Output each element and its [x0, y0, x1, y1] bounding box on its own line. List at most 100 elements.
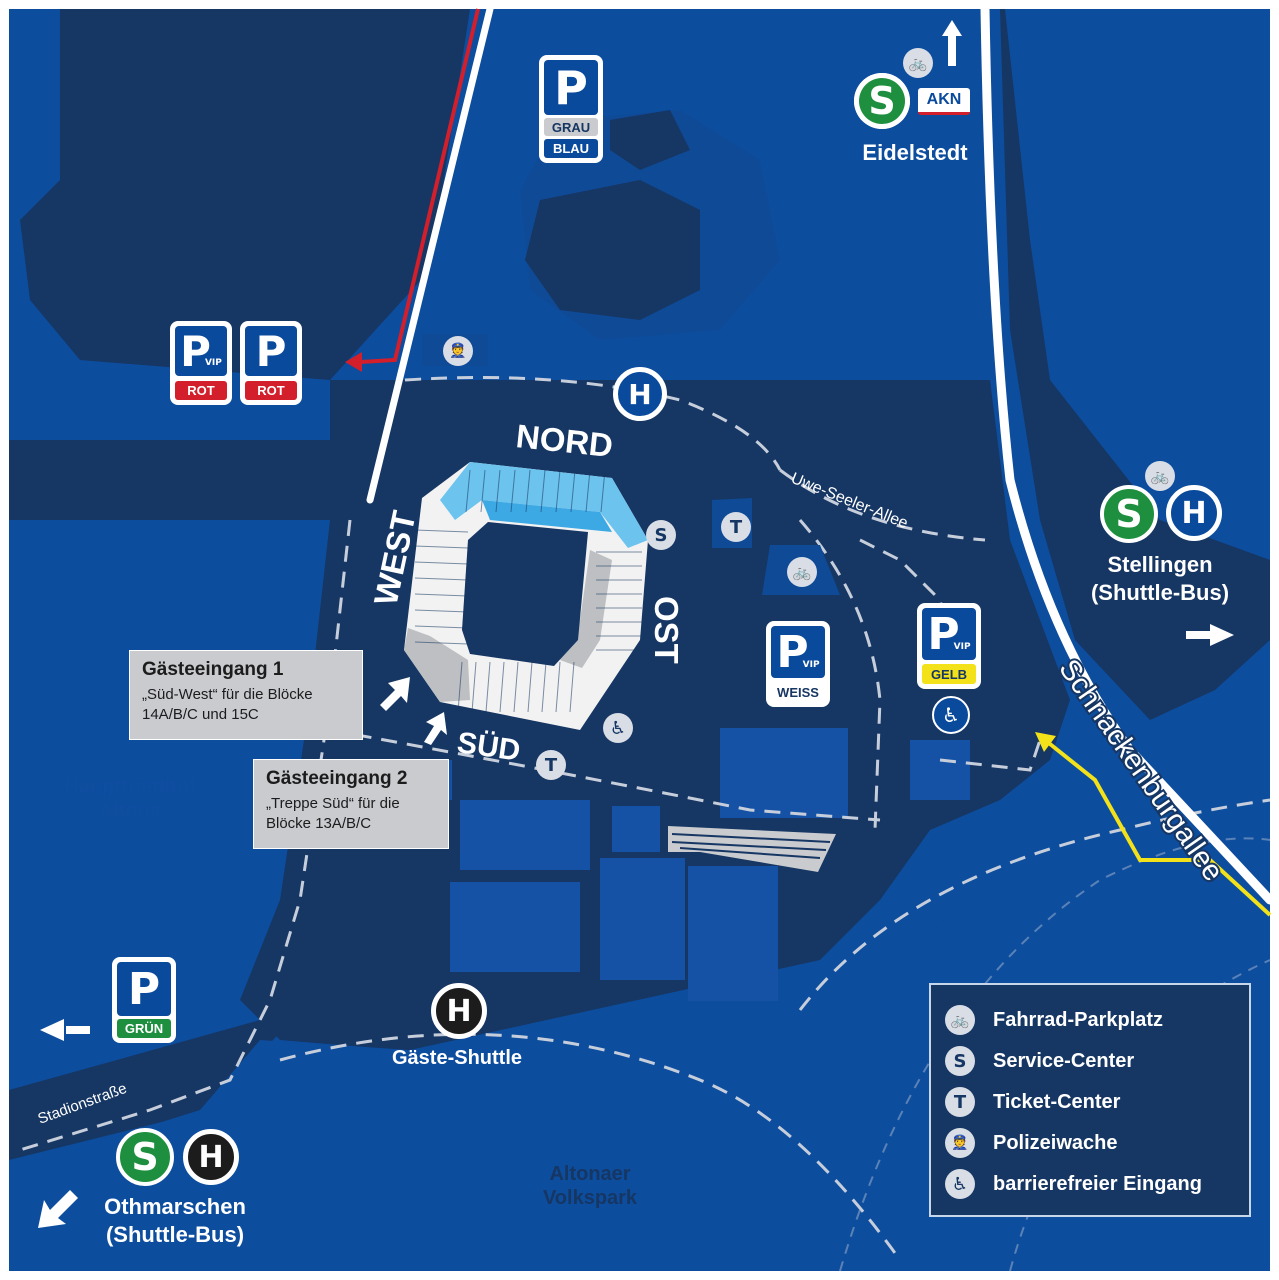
- stand-block-divider: [465, 469, 471, 513]
- stand-block-divider: [414, 577, 469, 581]
- map-legend: 🚲 Fahrrad-Parkplatz S Service-Center T T…: [929, 983, 1251, 1217]
- stand-block-divider: [414, 641, 469, 645]
- legend-row: T Ticket-Center: [945, 1085, 1120, 1119]
- area-label-line: Altonaer: [549, 1163, 631, 1185]
- service-center-icon: S: [945, 1046, 975, 1076]
- red-route: [359, 8, 480, 364]
- parking-gelb-vip[interactable]: P VIP GELB: [917, 603, 981, 689]
- parking-symbol: P VIP: [175, 326, 227, 376]
- parking-weiss-vip[interactable]: P VIP WEISS: [766, 621, 830, 707]
- stand-block-divider: [527, 661, 533, 713]
- stadium-volksparkstadion: [404, 462, 648, 730]
- stand-label-ost: OST: [648, 596, 685, 664]
- stand-nord: [440, 462, 648, 548]
- wheelchair-icon: ♿: [945, 1169, 975, 1199]
- station-name-othmarschen: Othmarschen: [104, 1194, 246, 1219]
- wheelchair-icon[interactable]: ♿: [603, 713, 633, 743]
- west-navy-area: [20, 9, 470, 380]
- parking-vip: VIP: [802, 660, 820, 670]
- s-bahn-icon-inner: S: [859, 78, 905, 124]
- legend-label: Polizeiwache: [993, 1131, 1118, 1154]
- arrow-entrance-2: [424, 712, 447, 745]
- stand-block-divider: [569, 661, 575, 713]
- stand-block-divider: [414, 593, 469, 597]
- pitch: [462, 522, 588, 666]
- arrow-up-eidelstedt: [942, 20, 962, 66]
- red-route-arrow: [345, 352, 362, 372]
- parking-symbol: P VIP: [771, 626, 825, 678]
- bus-stop-icon[interactable]: H: [613, 367, 667, 421]
- police-icon[interactable]: 👮: [443, 336, 473, 366]
- legend-row: ♿ barrierefreier Eingang: [945, 1167, 1202, 1201]
- stand-block-divider: [600, 469, 606, 513]
- parking-tag-gruen: GRÜN: [117, 1019, 171, 1038]
- service-center-icon[interactable]: S: [646, 520, 676, 550]
- parking-symbol: P: [544, 60, 598, 115]
- ticket-center-icon[interactable]: T: [536, 750, 566, 780]
- bike-icon[interactable]: 🚲: [787, 557, 817, 587]
- parking-grau-blau[interactable]: P GRAU BLAU: [539, 55, 603, 163]
- police-icon: 👮: [945, 1128, 975, 1158]
- stand-block-divider: [541, 661, 547, 713]
- bus-stop-icon[interactable]: H: [183, 1129, 239, 1185]
- yellow-route-arrow: [1035, 732, 1056, 752]
- stand-block-divider: [570, 469, 576, 513]
- ticket-center-icon[interactable]: T: [721, 512, 751, 542]
- akn-icon[interactable]: AKN: [918, 88, 970, 115]
- stand-block-divider: [585, 469, 591, 513]
- legend-label: Fahrrad-Parkplatz: [993, 1008, 1164, 1031]
- schnackenburgallee-road: [980, 4, 1275, 905]
- arrow-left-gruen: [40, 1019, 90, 1041]
- area-label-line: Hauptfriedhof: [64, 776, 196, 798]
- parking-vip: VIP: [204, 358, 222, 368]
- area-label-volkspark: Altonaer Volkspark: [500, 1162, 680, 1210]
- stand-block-divider: [457, 661, 463, 713]
- parking-symbol: P: [117, 962, 171, 1016]
- stand-block-divider: [510, 469, 516, 513]
- legend-label: Ticket-Center: [993, 1090, 1121, 1113]
- bus-stop-icon[interactable]: H: [431, 983, 487, 1039]
- gaesteeingang-2-line1: „Treppe Süd“ für die: [266, 795, 400, 812]
- gaesteeingang-2-box: Gästeeingang 2 „Treppe Süd“ für die Blöc…: [253, 759, 449, 849]
- stand-block-divider: [485, 661, 491, 713]
- bike-icon: 🚲: [903, 48, 933, 78]
- legend-row: 🚲 Fahrrad-Parkplatz: [945, 1003, 1163, 1037]
- area-label-line: Volkspark: [542, 1187, 638, 1209]
- stand-block-divider: [471, 661, 477, 713]
- arrow-entrance-1: [380, 677, 410, 711]
- stand-block-divider: [414, 561, 469, 565]
- stand-block-divider: [495, 469, 501, 513]
- legend-row: S Service-Center: [945, 1044, 1134, 1078]
- parking-p: P: [776, 626, 809, 678]
- ticket-center-icon: T: [945, 1087, 975, 1117]
- parking-gruen[interactable]: P GRÜN: [112, 957, 176, 1043]
- station-name-stellingen: Stellingen: [1107, 552, 1213, 577]
- shuttle-platform: [668, 826, 836, 872]
- parking-tag-rot: ROT: [175, 381, 227, 400]
- parking-rot[interactable]: P ROT: [240, 321, 302, 405]
- wheelchair-icon[interactable]: ♿: [932, 696, 970, 734]
- legend-label: barrierefreier Eingang: [993, 1172, 1202, 1195]
- stand-block-divider: [540, 469, 546, 513]
- parking-vip: VIP: [953, 642, 971, 652]
- area-label-line: Altona: [98, 800, 162, 822]
- stand-block-divider: [555, 661, 561, 713]
- parking-rot-vip[interactable]: P VIP ROT: [170, 321, 232, 405]
- bike-icon: 🚲: [945, 1005, 975, 1035]
- s-bahn-icon[interactable]: S: [116, 1128, 174, 1186]
- parking-tag-gelb: GELB: [922, 664, 976, 684]
- parking-symbol: P: [245, 326, 297, 376]
- stand-block-divider: [499, 661, 505, 713]
- legend-row: 👮 Polizeiwache: [945, 1126, 1118, 1160]
- gaeste-shuttle-label: Gäste-Shuttle: [391, 1047, 523, 1069]
- west-road: [366, 5, 494, 504]
- gaesteeingang-2-line2: Blöcke 13A/B/C: [266, 815, 372, 832]
- s-bahn-icon[interactable]: S: [1100, 485, 1158, 543]
- gaesteeingang-1-line1: „Süd-West“ für die Blöcke: [142, 686, 313, 703]
- station-sub-stellingen: (Shuttle-Bus): [1090, 580, 1230, 605]
- stand-south-west-guest: [404, 628, 470, 702]
- parking-tag-blau: BLAU: [544, 139, 598, 158]
- bus-stop-icon[interactable]: H: [1166, 485, 1222, 541]
- stand-block-divider: [513, 661, 519, 713]
- parking-p: P: [927, 608, 960, 660]
